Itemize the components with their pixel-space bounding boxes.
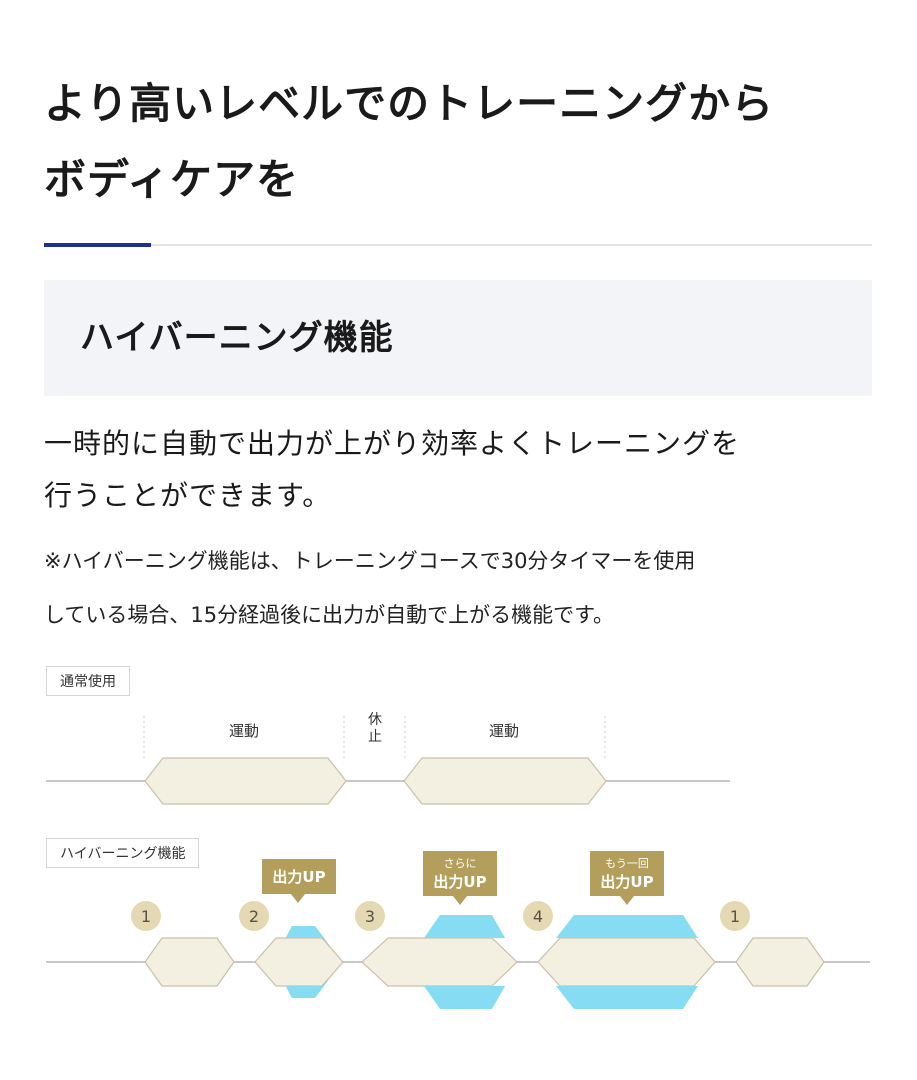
once-more-output-up-callout: もう一回 出力UP [590,851,664,905]
page-title-line2: ボディケアを [44,155,300,204]
section-heading: ハイバーニング機能 [80,318,394,358]
callout-text: 出力UP [272,868,325,886]
boost-segment [361,915,518,1009]
step-circle [239,901,269,931]
boost-area [424,915,505,938]
rest-label: 休 [368,712,382,728]
step-number: 1 [141,907,151,926]
footnote-line2: している場合、15分経過後に出力が自動で上がる機能です。 [44,603,614,627]
step-number: 1 [730,907,740,926]
step-circle [355,901,385,931]
callout-box [262,859,336,894]
lead-line1: 一時的に自動で出力が上がり効率よくトレーニングを [44,427,741,460]
step-number: 2 [249,907,259,926]
output-up-callout: 出力UP [262,859,336,903]
callout-pointer [620,896,634,905]
exercise-label: 運動 [489,722,519,740]
lead-text: 一時的に自動で出力が上がり効率よくトレーニングを 行うことができます。 [44,418,884,522]
exercise-segment [403,757,607,805]
step-number: 4 [533,907,543,926]
lead-line2: 行うことができます。 [44,479,332,512]
step-circle [131,901,161,931]
callout-pointer [453,896,467,905]
callout-box [590,851,664,896]
exercise-segment [144,757,347,805]
callout-text: 出力UP [433,873,486,891]
exercise-segment [361,937,518,987]
callout-box [423,851,497,896]
further-output-up-callout: さらに 出力UP [423,851,497,905]
hyper-burning-timeline: 1 2 3 4 1 出力UP さらに 出力UP もう一回 出力UP [46,851,870,1009]
step-circle [523,901,553,931]
step-number: 3 [365,907,375,926]
exercise-segment [537,937,716,987]
boost-area [424,986,505,1009]
boost-segment [254,926,344,998]
exercise-segment [254,937,344,987]
title-divider-accent [44,243,151,247]
exercise-segment [144,937,235,987]
boost-area [273,926,342,938]
page-title-line1: より高いレベルでのトレーニングから [44,79,775,128]
boost-area [556,986,698,1009]
exercise-segment [735,937,825,987]
title-divider [44,244,872,246]
exercise-label: 運動 [229,722,259,740]
normal-use-timeline: 運動 運動 休 止 [46,712,730,805]
callout-subtext: もう一回 [605,857,649,870]
footnote-line1: ※ハイバーニング機能は、トレーニングコースで30分タイマーを使用 [44,549,696,573]
step-circle [720,901,750,931]
subheading-panel [44,280,872,396]
page-title: より高いレベルでのトレーニングから ボディケアを [44,66,884,218]
rest-label: 止 [368,729,382,745]
footnote: ※ハイバーニング機能は、トレーニングコースで30分タイマーを使用 している場合、… [44,534,894,642]
normal-use-tag: 通常使用 [46,666,130,696]
boost-area [556,915,698,938]
callout-pointer [291,894,305,903]
hyper-burning-tag: ハイバーニング機能 [46,838,200,868]
callout-subtext: さらに [444,857,477,870]
boost-area [273,986,342,998]
boost-segment [537,915,716,1009]
callout-text: 出力UP [600,873,653,891]
